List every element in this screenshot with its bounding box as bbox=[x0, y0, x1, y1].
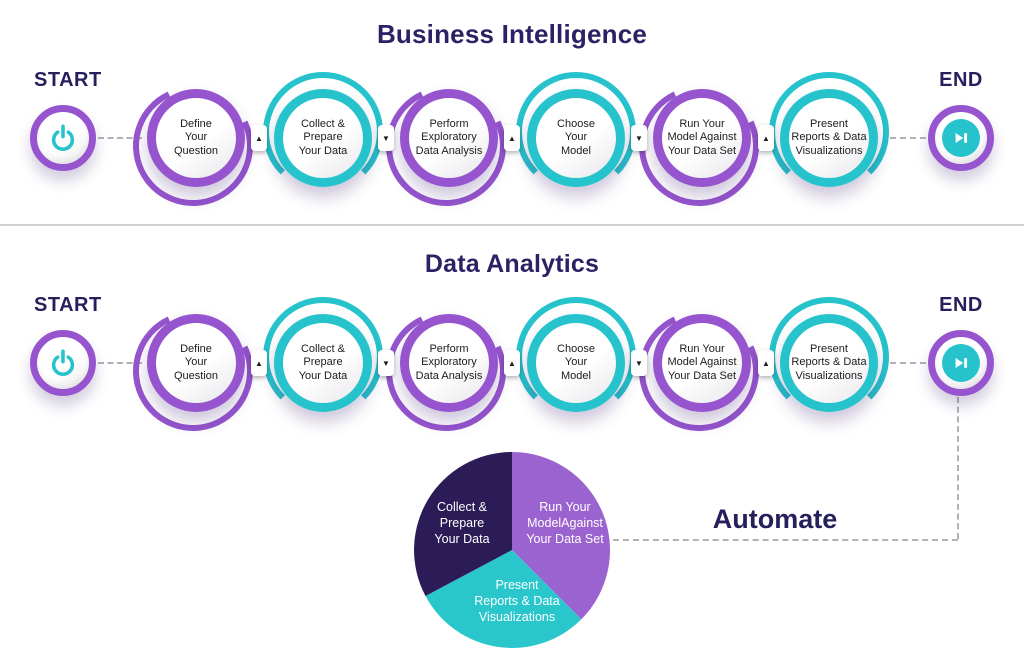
connector-dash bbox=[98, 137, 142, 139]
automate-label: Automate bbox=[712, 504, 838, 534]
arrow-down-icon: ▼ bbox=[378, 125, 394, 151]
pie-slice-present-reports bbox=[425, 550, 582, 648]
pie-svg bbox=[414, 452, 611, 648]
end-node bbox=[928, 105, 994, 171]
skip-end-badge bbox=[942, 344, 980, 382]
arrow-up-icon: ▲ bbox=[504, 125, 520, 151]
start-node bbox=[30, 105, 96, 171]
skip-end-badge bbox=[942, 119, 980, 157]
pie-chart bbox=[412, 450, 612, 650]
arrow-down-icon: ▼ bbox=[378, 350, 394, 376]
connector-dash bbox=[98, 362, 142, 364]
arrow-up-icon: ▲ bbox=[251, 350, 267, 376]
skip-end-icon bbox=[955, 358, 968, 368]
automate-dash-horizontal bbox=[613, 539, 958, 541]
arrow-up-icon: ▲ bbox=[758, 350, 774, 376]
section-title-data-analytics: Data Analytics bbox=[424, 250, 600, 278]
section-divider bbox=[0, 224, 1024, 226]
start-label: START bbox=[34, 69, 102, 91]
arrow-down-icon: ▼ bbox=[631, 125, 647, 151]
power-icon bbox=[51, 124, 75, 151]
end-node bbox=[928, 330, 994, 396]
automate-dash-vertical bbox=[957, 397, 959, 539]
power-icon bbox=[51, 349, 75, 376]
connector-dash bbox=[890, 362, 926, 364]
start-label: START bbox=[34, 294, 102, 316]
arrow-down-icon: ▼ bbox=[631, 350, 647, 376]
end-label: END bbox=[939, 69, 983, 91]
section-title-business-intelligence: Business Intelligence bbox=[376, 19, 648, 49]
end-label: END bbox=[939, 294, 983, 316]
connector-dash bbox=[890, 137, 926, 139]
skip-end-icon bbox=[955, 133, 968, 143]
arrow-up-icon: ▲ bbox=[251, 125, 267, 151]
pie-slice-collect-prepare bbox=[414, 452, 512, 596]
arrow-up-icon: ▲ bbox=[504, 350, 520, 376]
pie-slice-run-model bbox=[512, 452, 611, 620]
start-node bbox=[30, 330, 96, 396]
arrow-up-icon: ▲ bbox=[758, 125, 774, 151]
